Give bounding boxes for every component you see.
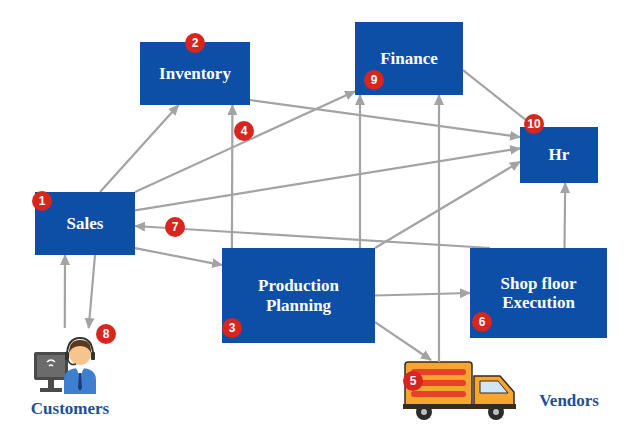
flow-arrow — [135, 226, 490, 248]
callout-number: 8 — [96, 324, 116, 344]
customer-icon — [34, 338, 96, 394]
monitor-base — [40, 388, 62, 392]
flow-arrow — [438, 95, 440, 362]
callout-number: 6 — [472, 312, 492, 332]
node-label: Finance — [380, 49, 438, 68]
production-planning-box: Production Planning — [222, 248, 375, 343]
hr-box: Hr — [520, 127, 598, 183]
wheel — [488, 404, 504, 420]
callout-number: 3 — [222, 318, 242, 338]
callout-number: 9 — [364, 70, 384, 90]
trailer-stripe — [411, 391, 466, 397]
monitor-stand — [48, 380, 54, 388]
vendors-node: Vendors — [403, 358, 603, 424]
flow-arrow — [64, 255, 66, 328]
callout-number: 4 — [234, 121, 254, 141]
wheel-hub — [421, 409, 427, 415]
callout-number: 5 — [403, 371, 423, 391]
node-label: Sales — [67, 214, 104, 233]
shirt — [64, 368, 96, 394]
headset-ear — [91, 352, 95, 360]
truck-icon — [403, 362, 516, 420]
flow-arrow — [231, 105, 234, 248]
flow-arrow — [135, 148, 520, 210]
callout-number: 1 — [32, 191, 52, 211]
flow-arrow — [250, 100, 520, 137]
headset-mic — [68, 360, 76, 365]
flow-arrow — [135, 248, 222, 265]
flow-arrow — [375, 162, 520, 248]
wheel-hub — [493, 409, 499, 415]
wheel — [416, 404, 432, 420]
flow-arrow — [89, 255, 95, 328]
flow-arrow — [563, 183, 566, 248]
headset-ear — [65, 352, 69, 360]
truck-cab — [474, 376, 514, 406]
headset — [67, 338, 93, 356]
flow-arrow — [135, 91, 355, 192]
flow-arrow — [463, 70, 535, 127]
callout-number: 10 — [524, 114, 544, 134]
hair — [69, 340, 91, 353]
node-label: Inventory — [159, 64, 231, 83]
monitor — [34, 352, 68, 380]
monitor-screen — [37, 355, 65, 377]
node-label: Production Planning — [229, 276, 368, 314]
node-label: Customers — [31, 399, 109, 418]
cab-window — [480, 381, 508, 393]
node-label: Hr — [549, 145, 570, 164]
callout-number: 2 — [185, 33, 205, 53]
node-label: Shop floor Execution — [477, 274, 600, 312]
node-label: Vendors — [539, 391, 599, 410]
wifi-symbol — [47, 360, 55, 366]
tie — [78, 373, 82, 391]
flow-arrow — [375, 322, 431, 360]
flow-arrow — [359, 95, 361, 248]
flow-arrow — [375, 293, 470, 296]
flow-arrow — [100, 105, 179, 192]
callout-number: 7 — [165, 217, 185, 237]
